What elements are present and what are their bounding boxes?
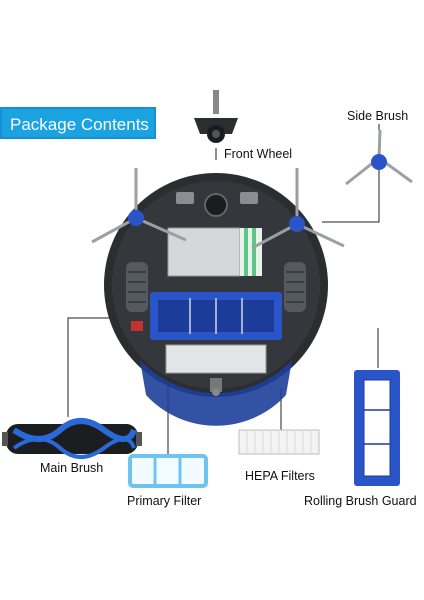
side-brush-part — [345, 129, 413, 186]
label-hepa-filters: HEPA Filters — [245, 469, 315, 483]
front-wheel-part — [194, 90, 238, 143]
main-brush-part — [2, 418, 142, 459]
primary-filter-part — [128, 454, 208, 488]
label-primary-filter: Primary Filter — [127, 494, 202, 508]
robot-side-brush-left — [91, 168, 187, 244]
package-contents-banner: Package Contents — [0, 107, 156, 139]
hepa-filters-part — [238, 429, 320, 455]
label-front-wheel: Front Wheel — [224, 147, 293, 161]
label-rolling-brush-guard: Rolling Brush Guard — [304, 494, 417, 508]
robot-side-brush-right — [251, 168, 345, 250]
label-main-brush: Main Brush — [40, 461, 104, 475]
banner-title: Package Contents — [10, 115, 149, 134]
label-side-brush: Side Brush — [347, 109, 409, 123]
rolling-brush-guard-part — [354, 370, 400, 486]
